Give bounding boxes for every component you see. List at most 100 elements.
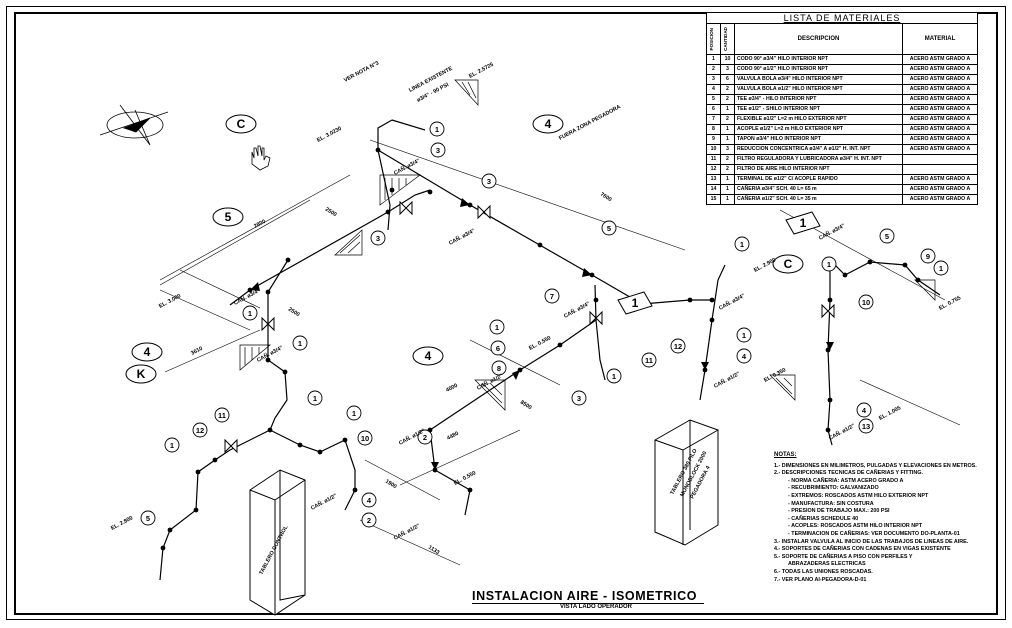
cell-cantidad: 1 (720, 124, 735, 135)
cell-posicion: 14 (706, 184, 721, 195)
balloon-num: 11 (645, 356, 653, 365)
item-balloon (361, 512, 377, 528)
cell-posicion: 4 (706, 84, 721, 95)
notes-list: 1.- DIMENSIONES EN MILIMETROS, PULGADAS … (774, 463, 989, 585)
cell-posicion: 8 (706, 124, 721, 135)
isometric-offset-hatch (379, 174, 422, 206)
dim-line-2800 (159, 199, 311, 286)
ball-valve-symbol (589, 310, 603, 326)
sheet-outer-border (6, 6, 1006, 620)
note-item: - RECUBRIMIENTO: GALVANIZADO (788, 485, 879, 492)
item-balloon (417, 429, 433, 445)
cell-material: ACERO ASTM GRADO A (901, 64, 979, 75)
cell-descripcion: CODO 90° ø3/4" HILO INTERIOR NPT (734, 54, 903, 65)
balloon-num: 1 (298, 339, 302, 348)
cell-cantidad: 3 (720, 144, 735, 155)
pipe-size-g: CAÑ. ø3/4" (818, 222, 847, 242)
ref-bubble-4b (532, 114, 564, 134)
ref-box-1 (617, 291, 653, 315)
balloon-num: 12 (196, 426, 204, 435)
ref-bubble-4 (131, 342, 163, 362)
note-item: - MANUFACTURA: SIN COSTURA (788, 500, 874, 507)
item-balloon (571, 390, 587, 406)
ext-d (469, 339, 561, 386)
joint-dot (285, 257, 291, 263)
item-balloon (357, 430, 373, 446)
cell-material: ACERO ASTM GRADO A (901, 174, 979, 185)
joint-dot (297, 442, 303, 448)
cell-descripcion: TEE ø3/4" - HILO INTERIOR NPT (734, 94, 903, 105)
ext-b (159, 289, 251, 331)
joint-dot (827, 297, 833, 303)
balloon-num: 1 (313, 394, 317, 403)
pipe-size-m: CAÑ. ø1/2" (828, 422, 857, 442)
note-item: 2.- DESCRIPCIONES TECNICAS DE CAÑERIAS Y… (774, 470, 923, 477)
ref-bubble-c2 (772, 254, 804, 274)
balloon-num: 4 (862, 406, 867, 415)
cell-descripcion: TAPON ø3/4" HILO INTERIOR NPT (734, 134, 903, 145)
cell-descripcion: CODO 90° ø1/2" HILO INTERIOR NPT (734, 64, 903, 75)
cell-cantidad: 1 (720, 184, 735, 195)
item-balloon (370, 230, 386, 246)
cell-posicion: 2 (706, 64, 721, 75)
joint-dot (385, 209, 391, 215)
tablero-pegadora-box (654, 419, 719, 546)
pipe-mid-run (429, 319, 597, 431)
joint-dot (537, 242, 543, 248)
item-balloon (601, 220, 617, 236)
pipe-size-b: CAÑ. ø3/4" (448, 227, 477, 247)
item-balloon (346, 405, 362, 421)
item-balloon (736, 327, 752, 343)
balloon-num: 9 (926, 252, 930, 261)
tablero-control-box (249, 469, 306, 616)
cell-posicion: 6 (706, 104, 721, 115)
elev-left-label: EL. 3.000 (158, 293, 182, 309)
joint-dot (265, 357, 271, 363)
cell-posicion: 3 (706, 74, 721, 85)
balloon-num: 12 (674, 342, 682, 351)
joint-dot (195, 469, 201, 475)
cell-cantidad: 2 (720, 164, 735, 175)
dim-8500: 8500 (519, 400, 533, 412)
isometric-offset-hatch (914, 279, 936, 301)
item-balloon (879, 228, 895, 244)
joint-dot (825, 427, 831, 433)
note-item: - NORMA CAÑERIA: ASTM ACERO GRADO A (788, 477, 904, 484)
note-item: 7.- VER PLANO AI-PEGADORA-D-01 (774, 576, 867, 583)
joint-dot (167, 527, 173, 533)
dim-line-4 (399, 429, 521, 486)
flow-arrow (431, 462, 439, 470)
flow-arrow (826, 342, 834, 350)
flow-arrow (701, 362, 709, 370)
dim-1900: 1900 (384, 479, 398, 491)
ref-bubble-4c (412, 346, 444, 366)
item-balloon (192, 422, 208, 438)
header-material: MATERIAL (901, 23, 979, 55)
item-balloon (292, 335, 308, 351)
cell-material: ACERO ASTM GRADO A (901, 124, 979, 135)
cell-posicion: 12 (706, 164, 721, 175)
cell-posicion: 5 (706, 94, 721, 105)
dim-line-lower (359, 519, 461, 566)
ref-box-1b (785, 211, 821, 235)
ball-valve-symbol (477, 204, 491, 220)
ref-4c-text: 4 (425, 349, 432, 363)
drawing-subtitle: VISTA LADO OPERADOR (560, 604, 633, 610)
dim-line-right2 (859, 379, 961, 426)
pipe-size-j: CAÑ. ø1/2" (393, 522, 422, 542)
dim-line-k (164, 329, 261, 373)
joint-dot (467, 487, 473, 493)
item-balloon (544, 288, 560, 304)
balloon-num: 3 (487, 177, 491, 186)
isometric-offset-hatch (334, 229, 363, 256)
balloon-num: 13 (862, 422, 870, 431)
cell-descripcion: FILTRO REGULADORA Y LUBRICADORA ø3/4" H.… (734, 154, 903, 165)
